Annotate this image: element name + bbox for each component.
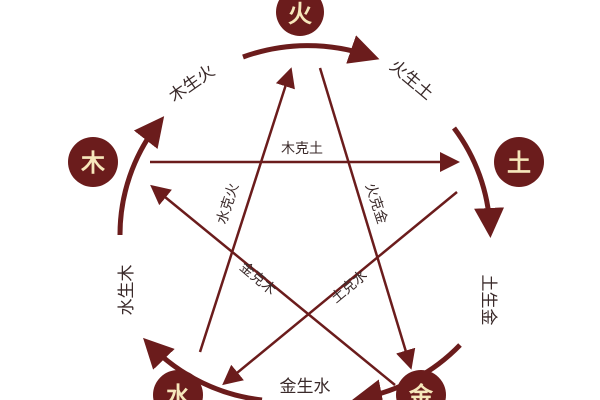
arrow-water-fire bbox=[198, 67, 295, 353]
element-fire-label: 火 bbox=[288, 0, 312, 28]
label-earth-metal: 土生金 bbox=[478, 275, 498, 326]
label-water-wood: 水生木 bbox=[117, 265, 137, 316]
element-water-label: 水 bbox=[166, 382, 191, 400]
label-water-fire: 水克火 bbox=[214, 181, 242, 226]
arc-wood-fire bbox=[242, 35, 380, 64]
label-wood-earth: 木克土 bbox=[281, 141, 323, 157]
node-metal: 金 bbox=[396, 370, 446, 400]
label-wood-fire: 木生火 bbox=[166, 61, 219, 107]
node-fire: 火 bbox=[276, 0, 324, 36]
arrow-fire-metal bbox=[318, 67, 416, 370]
node-water: 水 bbox=[153, 370, 203, 400]
node-wood: 木 bbox=[68, 137, 118, 187]
label-fire-earth: 火生土 bbox=[385, 56, 437, 104]
arc-metal-water bbox=[143, 337, 263, 400]
arrow-earth-water bbox=[222, 191, 458, 386]
label-metal-water: 金生水 bbox=[280, 377, 331, 397]
element-wood-label: 木 bbox=[80, 149, 106, 177]
element-metal-label: 金 bbox=[408, 382, 434, 400]
arrow-metal-wood bbox=[150, 184, 396, 386]
arc-water-wood bbox=[117, 116, 165, 236]
node-earth: 土 bbox=[494, 137, 544, 187]
label-metal-wood: 金克木 bbox=[236, 259, 278, 298]
element-earth-label: 土 bbox=[507, 149, 531, 177]
arc-fire-earth bbox=[452, 126, 505, 238]
label-earth-water: 土克水 bbox=[328, 267, 370, 306]
